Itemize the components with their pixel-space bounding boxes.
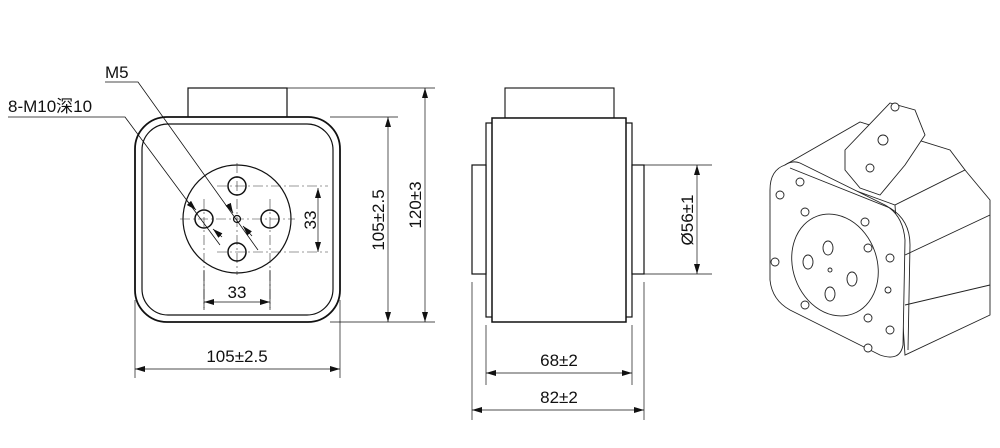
isometric-view (769, 102, 991, 358)
dim-total-width: 82±2 (540, 388, 578, 407)
outer-housing (134, 116, 341, 323)
iso-bolts (770, 177, 895, 353)
iso-connector-screw (890, 102, 900, 112)
inner-housing (141, 123, 334, 316)
front-view (8, 81, 435, 378)
m10-label: 8-M10深10 (8, 97, 92, 116)
top-connector-block (187, 87, 288, 119)
side-dimensions (471, 164, 712, 420)
dim-hole-vertical: 33 (301, 211, 320, 230)
dim-body-width: 68±2 (540, 351, 578, 370)
side-body (491, 117, 627, 323)
dim-hole-horizontal: 33 (228, 283, 247, 302)
leader-lines (8, 81, 259, 251)
iso-connector-screw (865, 163, 875, 173)
m5-center-hole (232, 214, 242, 224)
left-hub (471, 164, 487, 275)
front-dimensions (134, 87, 435, 378)
dim-height-body: 105±2.5 (369, 189, 388, 250)
iso-output-flange (791, 213, 879, 317)
dim-width: 105±2.5 (206, 347, 267, 366)
dim-diameter: Ø56±1 (678, 195, 697, 246)
right-hub (631, 164, 645, 275)
m10-hole-left (194, 209, 214, 229)
m5-label: M5 (105, 63, 129, 82)
side-top-block (504, 87, 615, 119)
side-view (471, 87, 712, 420)
m10-hole-right (260, 209, 280, 229)
dim-height-total: 120±3 (406, 181, 425, 228)
m10-hole-bottom (227, 242, 247, 262)
m10-hole-top (227, 176, 247, 196)
